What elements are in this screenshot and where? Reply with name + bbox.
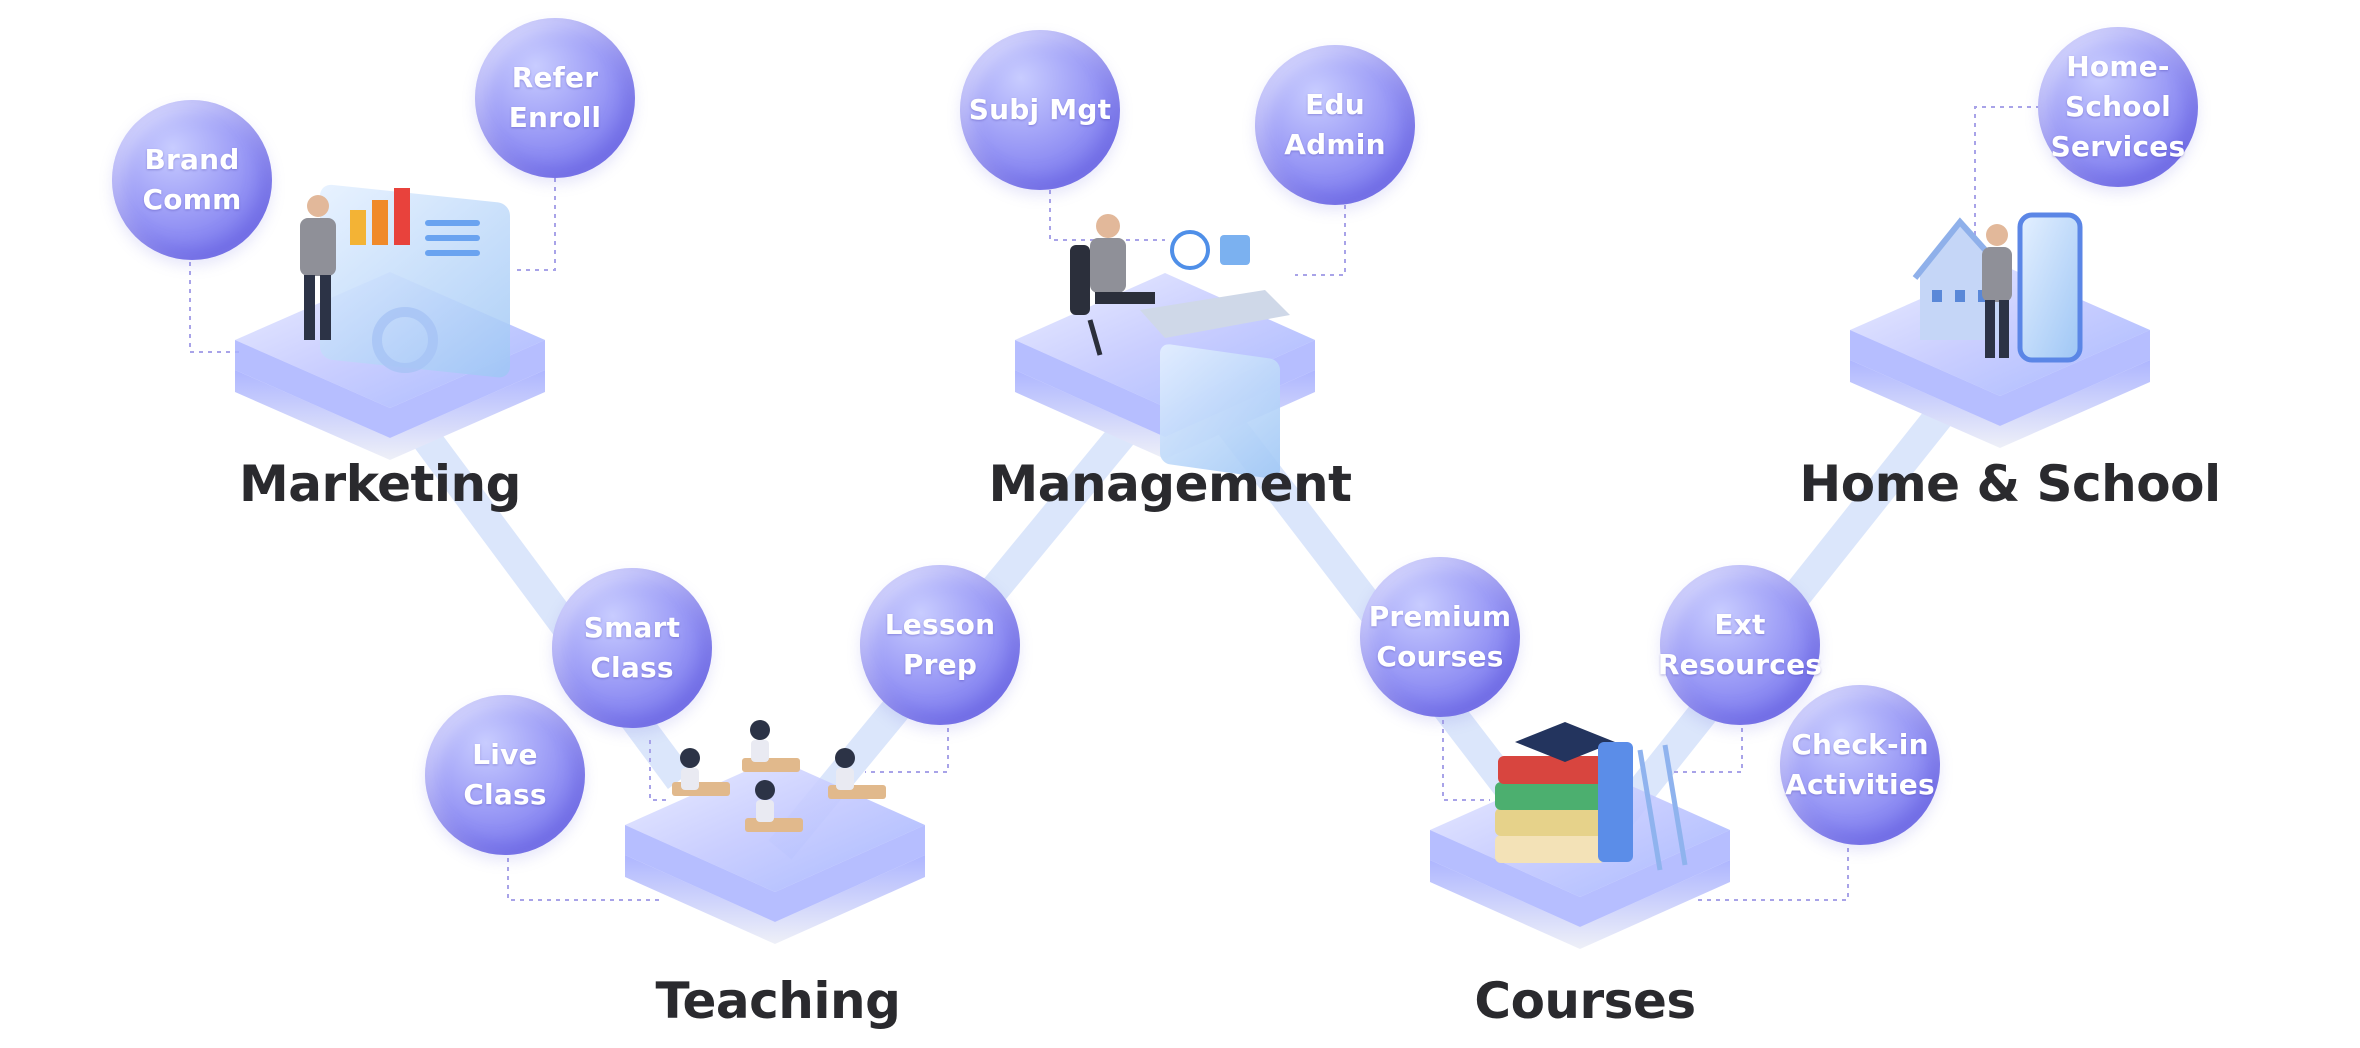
bubble-home-school-services: Home- School Services: [2038, 27, 2198, 187]
bubble-ext-resources: Ext Resources: [1658, 565, 1822, 725]
category-label-courses: Courses: [1474, 972, 1696, 1030]
bubble-edu-admin: Edu Admin: [1255, 45, 1415, 205]
bubble-subj-mgt: Subj Mgt: [960, 30, 1120, 190]
category-label-teaching: Teaching: [655, 972, 901, 1030]
category-label-management: Management: [988, 455, 1352, 513]
bubble-smart-class: Smart Class: [552, 568, 712, 728]
bubble-refer-enroll: Refer Enroll: [475, 18, 635, 178]
bubble-check-in-activities: Check-in Activities: [1780, 685, 1940, 845]
home-school-illustration: [1850, 212, 2150, 448]
bubble-lesson-prep: Lesson Prep: [860, 565, 1020, 725]
bubble-premium-courses: Premium Courses: [1360, 557, 1520, 717]
dotted-connectors: [189, 106, 2040, 901]
management-illustration: [1015, 214, 1315, 479]
marketing-illustration: [235, 184, 545, 460]
courses-illustration: [1430, 722, 1730, 949]
bubble-live-class: Live Class: [425, 695, 585, 855]
category-label-marketing: Marketing: [239, 455, 521, 513]
teaching-illustration: [625, 720, 925, 944]
category-label-home-school: Home & School: [1799, 455, 2221, 513]
bubble-brand-comm: Brand Comm: [112, 100, 272, 260]
